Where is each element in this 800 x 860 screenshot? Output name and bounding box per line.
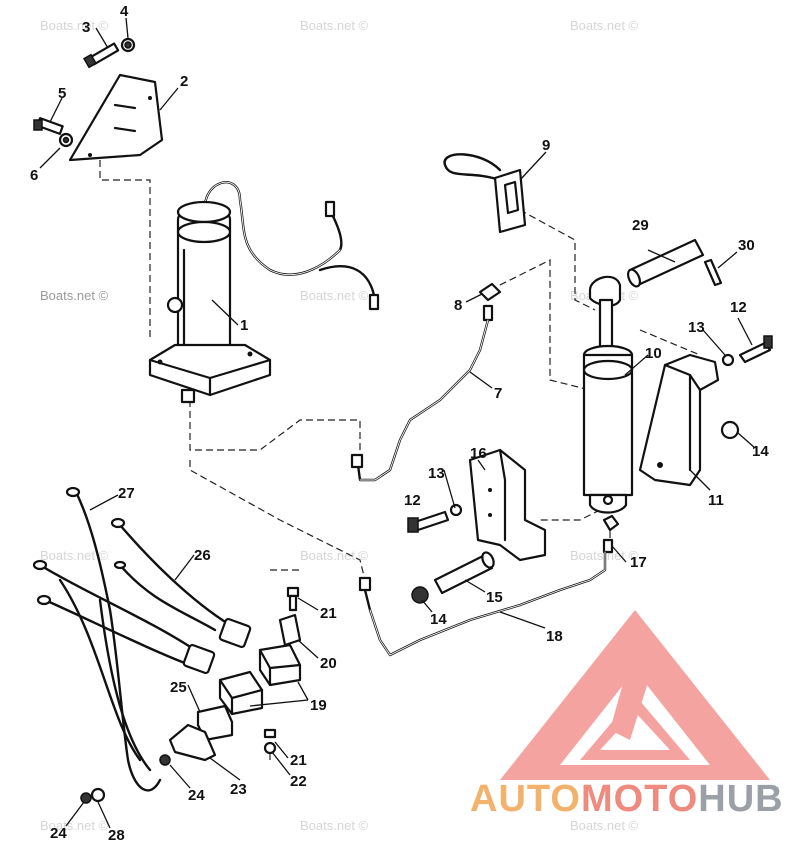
part-20-bracket: [278, 613, 302, 647]
part-17-fitting: [602, 514, 620, 554]
part-21-screw-lower: [263, 728, 277, 739]
callout-9: 9: [542, 137, 550, 154]
callout-13: 13: [688, 319, 705, 336]
logo-triangle-icon: [500, 610, 770, 780]
callout-17: 17: [630, 554, 647, 571]
part-25-relay: [196, 704, 234, 742]
callout-1: 1: [240, 317, 248, 334]
callout-13: 13: [428, 465, 445, 482]
watermark: Boats.net ©: [570, 818, 639, 833]
callout-4: 4: [120, 3, 129, 20]
callout-3: 3: [82, 19, 90, 36]
part-21-screw: [286, 586, 300, 612]
logo-word-hub: HUB: [698, 778, 784, 820]
part-30-cotter-pin: [703, 258, 723, 287]
part-11-mount-bracket: [638, 353, 720, 487]
part-19-relay: [218, 670, 264, 716]
part-22-washer: [263, 741, 277, 755]
part-24-nut: [159, 754, 171, 766]
watermark: Boats.net ©: [40, 548, 109, 563]
callout-29: 29: [632, 217, 649, 234]
part-8-fitting: [478, 282, 502, 322]
part-10-trim-cylinder: [582, 275, 634, 514]
callout-15: 15: [486, 589, 503, 606]
callout-27: 27: [118, 485, 135, 502]
part-13-washer-lower: [449, 503, 463, 517]
callout-23: 23: [230, 781, 247, 798]
part-2-bracket: [68, 73, 164, 162]
part-19-relay: [258, 643, 302, 687]
part-5-bolt: [33, 117, 64, 135]
callout-20: 20: [320, 655, 337, 672]
part-3-bolt: [83, 42, 120, 69]
callout-11: 11: [708, 492, 724, 509]
part-26-harness: [32, 517, 252, 772]
logo-word-moto: MOTO: [580, 778, 699, 820]
part-24-nut-lower: [80, 792, 92, 804]
callout-16: 16: [470, 445, 487, 462]
callout-21: 21: [320, 605, 337, 622]
callout-24: 24: [188, 787, 205, 804]
callout-14: 14: [752, 443, 769, 460]
callout-7: 7: [494, 385, 502, 402]
callout-14: 14: [430, 611, 447, 628]
watermark: Boats.net ©: [570, 18, 639, 33]
callout-10: 10: [645, 345, 662, 362]
part-12-bolt-lower: [407, 510, 450, 533]
logo-word-auto: AUTO: [470, 778, 581, 820]
callout-6: 6: [30, 167, 38, 184]
callout-8: 8: [454, 297, 462, 314]
part-16-bracket: [468, 448, 547, 562]
logo-wordmark: AUTOMOTOHUB: [470, 778, 800, 821]
watermark: Boats.net ©: [300, 548, 369, 563]
part-27-wire: [65, 486, 162, 792]
watermark: Boats.net ©: [300, 18, 369, 33]
part-4-washer: [120, 37, 136, 53]
part-28-washer: [90, 787, 106, 803]
part-6-washer: [58, 132, 74, 148]
callout-12: 12: [730, 299, 747, 316]
part-14-nut-lower: [411, 586, 429, 604]
callout-30: 30: [738, 237, 755, 254]
watermark: Boats.net ©: [40, 18, 109, 33]
part-14-nut: [720, 420, 740, 440]
callout-24: 24: [50, 825, 67, 842]
callout-5: 5: [58, 85, 66, 102]
part-23-bracket: [168, 723, 217, 762]
part-1-trim-pump: [148, 181, 380, 404]
automotohub-logo: AUTOMOTOHUB: [470, 600, 800, 860]
callout-18: 18: [546, 628, 563, 645]
callout-2: 2: [180, 73, 188, 90]
callout-leaders: [39, 17, 756, 829]
callout-25: 25: [170, 679, 187, 696]
part-9-bracket: [443, 153, 527, 234]
part-15-pin: [433, 551, 495, 595]
part-13-washer: [721, 353, 735, 367]
callout-12: 12: [404, 492, 421, 509]
callout-22: 22: [290, 773, 307, 790]
callout-28: 28: [108, 827, 125, 844]
callout-21: 21: [290, 752, 307, 769]
watermark: Boats.net ©: [40, 288, 109, 303]
part-12-bolt: [738, 335, 773, 364]
part-18-hydraulic-line: [358, 550, 607, 657]
watermark: Boats.net ©: [40, 818, 109, 833]
callout-26: 26: [194, 547, 211, 564]
part-7-hydraulic-line: [350, 318, 490, 482]
watermark: Boats.net ©: [300, 818, 369, 833]
callout-labels: 1 2 3 4 5 6 7 8 9 10 11 12 13 14 15 16 1…: [30, 3, 769, 844]
callout-19: 19: [310, 697, 327, 714]
part-29-pin: [626, 238, 705, 288]
watermark: Boats.net ©: [300, 288, 369, 303]
